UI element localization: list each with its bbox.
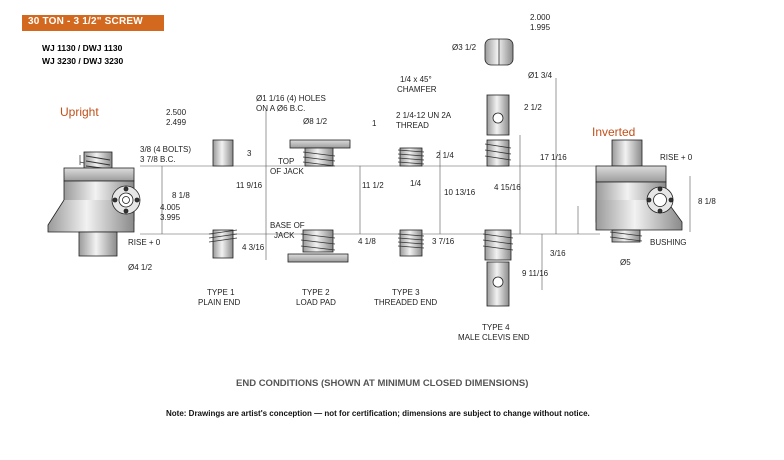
dim-base-max: 4.005 xyxy=(160,203,181,212)
type2-name: TYPE 2 xyxy=(302,288,330,297)
dim-thread-2: THREAD xyxy=(396,121,429,130)
dim-chamfer-1: 1/4 x 45° xyxy=(400,75,432,84)
type3-threaded-end xyxy=(397,147,425,257)
type3-name: TYPE 3 xyxy=(392,288,420,297)
type2-load-pad xyxy=(287,139,351,263)
disclaimer-note: Note: Drawings are artist's conception —… xyxy=(166,409,590,418)
dim-4-15-16: 4 15/16 xyxy=(494,183,521,192)
dim-17-1-16: 17 1/16 xyxy=(540,153,567,162)
dim-pad-1: 1 xyxy=(372,119,377,128)
dim-9-11-16: 9 11/16 xyxy=(522,269,549,278)
model-number-2: WJ 3230 / DWJ 3230 xyxy=(42,56,124,66)
dim-dia-4-1-2: Ø4 1/2 xyxy=(128,263,153,272)
dim-rise-inverted: RISE + 0 xyxy=(660,153,693,162)
dim-width-max: 2.000 xyxy=(530,13,551,22)
type4-name: TYPE 4 xyxy=(482,323,510,332)
dim-rise-upright: RISE + 0 xyxy=(128,238,161,247)
upright-label: Upright xyxy=(60,105,99,119)
label-top-of-jack-1: TOP xyxy=(278,157,294,166)
type1-desc: PLAIN END xyxy=(198,298,240,307)
dimension-lines xyxy=(161,78,691,290)
model-number-1: WJ 1130 / DWJ 1130 xyxy=(42,43,123,53)
dim-2-1-4: 2 1/4 xyxy=(436,151,454,160)
dim-3-16: 3/16 xyxy=(550,249,566,258)
dim-1-4: 1/4 xyxy=(410,179,422,188)
label-top-of-jack-2: OF JACK xyxy=(270,167,304,176)
dim-base-min: 3.995 xyxy=(160,213,181,222)
title-text: 30 TON - 3 1/2" SCREW xyxy=(28,16,143,27)
dim-8-1-8-left: 8 1/8 xyxy=(172,191,190,200)
type1-name: TYPE 1 xyxy=(207,288,235,297)
dim-8-1-8-right: 8 1/8 xyxy=(698,197,716,206)
title-banner: 30 TON - 3 1/2" SCREW xyxy=(22,15,164,31)
dim-10-13-16: 10 13/16 xyxy=(444,188,476,197)
dim-dia-1-3-4: Ø1 3/4 xyxy=(528,71,553,80)
dim-width-min: 1.995 xyxy=(530,23,551,32)
dim-holes-1: Ø1 1/16 (4) HOLES xyxy=(256,94,326,103)
type2-desc: LOAD PAD xyxy=(296,298,336,307)
dim-clevis-2-1-2: 2 1/2 xyxy=(524,103,542,112)
dim-bc: 3 7/8 B.C. xyxy=(140,155,176,164)
dim-4-1-8: 4 1/8 xyxy=(358,237,376,246)
label-base-of-jack-2: JACK xyxy=(274,231,295,240)
dim-11-9-16: 11 9/16 xyxy=(236,181,263,190)
dim-3-7-16: 3 7/16 xyxy=(432,237,455,246)
end-conditions-caption: END CONDITIONS (SHOWN AT MINIMUM CLOSED … xyxy=(236,378,529,389)
dim-dia-3-1-2: Ø3 1/2 xyxy=(452,43,477,52)
dim-chamfer-2: CHAMFER xyxy=(397,85,437,94)
type1-plain-end xyxy=(208,139,238,259)
inverted-jack xyxy=(595,139,683,243)
label-bushing: BUSHING xyxy=(650,238,686,247)
dim-pad-dia: Ø8 1/2 xyxy=(303,117,328,126)
type3-desc: THREADED END xyxy=(374,298,437,307)
dim-shaft-od-max: 2.500 xyxy=(166,108,187,117)
dim-dia-5: Ø5 xyxy=(620,258,631,267)
type4-desc: MALE CLEVIS END xyxy=(458,333,530,342)
inverted-label: Inverted xyxy=(592,125,636,139)
dim-4-3-16: 4 3/16 xyxy=(242,243,265,252)
type4-clevis-end xyxy=(482,38,514,307)
label-base-of-jack-1: BASE OF xyxy=(270,221,305,230)
dim-bolts: 3/8 (4 BOLTS) xyxy=(140,145,191,154)
dim-shaft-od-min: 2.499 xyxy=(166,118,187,127)
dim-thread-1: 2 1/4-12 UN 2A xyxy=(396,111,452,120)
dim-3: 3 xyxy=(247,149,252,158)
dim-11-1-2: 11 1/2 xyxy=(362,181,384,190)
upright-jack xyxy=(47,151,141,257)
dim-holes-2: ON A Ø6 B.C. xyxy=(256,104,305,113)
